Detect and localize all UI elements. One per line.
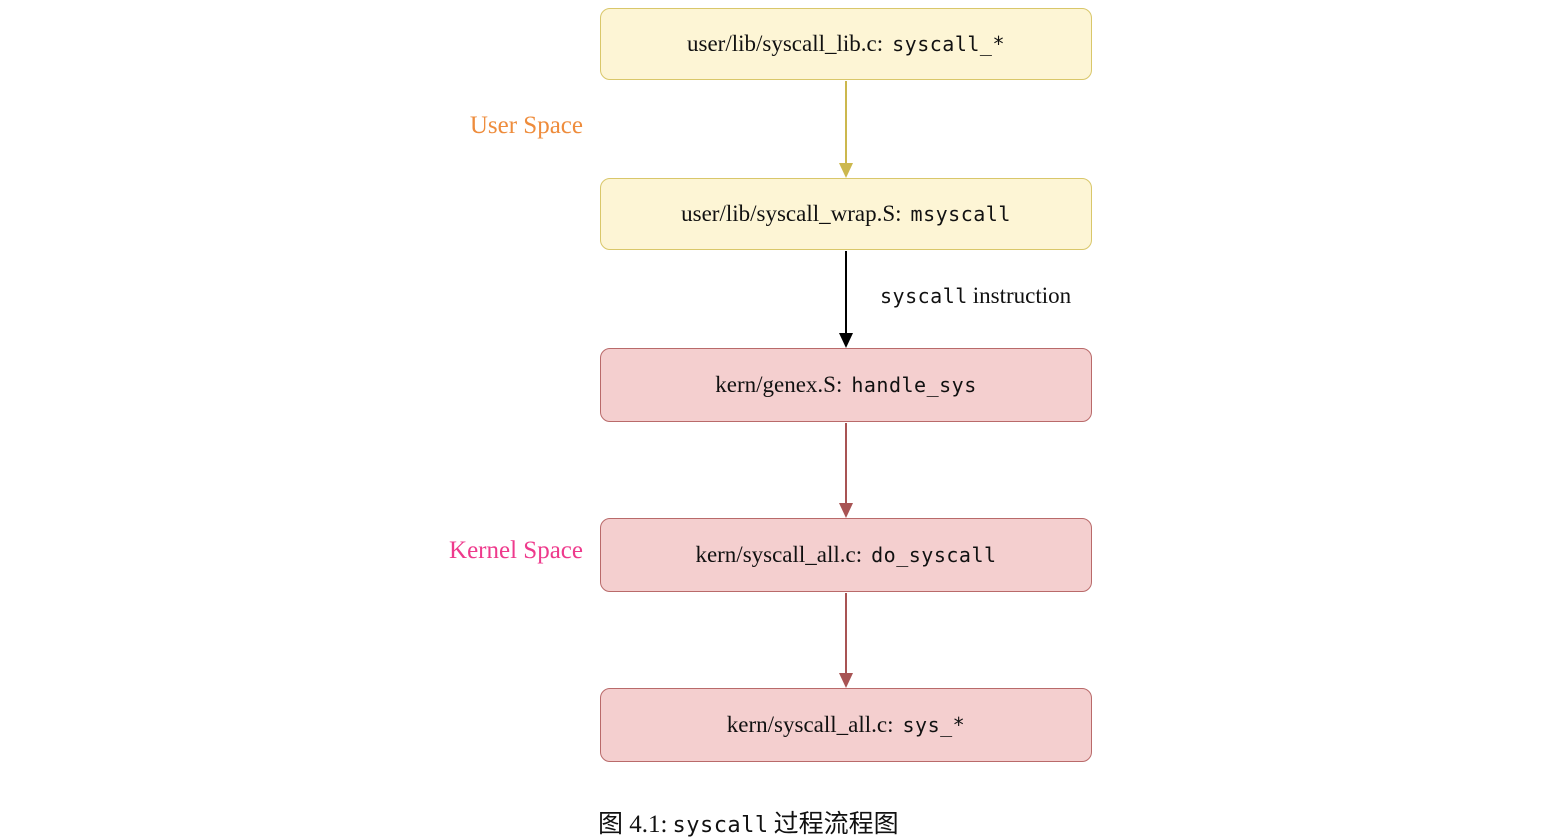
arrow-genex-to-dosyscall [839, 423, 853, 518]
arrow-wrap-to-genex [839, 251, 853, 348]
kernel-space-label: Kernel Space [449, 537, 583, 564]
flow-box-function-name: msyscall [910, 202, 1011, 226]
figure-caption-code: syscall [672, 813, 769, 838]
syscall-instruction-text: instruction [972, 283, 1072, 308]
arrow-dosyscall-to-sys [839, 593, 853, 688]
flow-box-file-label: kern/genex.S: [715, 372, 843, 397]
flow-box-syscall-lib: user/lib/syscall_lib.c: syscall_* [600, 8, 1092, 80]
flow-box-function-name: handle_sys [851, 373, 977, 397]
figure-caption-suffix: 过程流程图 [773, 811, 899, 838]
flow-box-sys-star: kern/syscall_all.c: sys_* [600, 688, 1092, 762]
flow-box-syscall-wrap: user/lib/syscall_wrap.S: msyscall [600, 178, 1092, 250]
syscall-instruction-code: syscall [880, 284, 968, 308]
figure-caption-prefix: 图 4.1: [598, 811, 668, 838]
flow-box-function-name: sys_* [902, 713, 966, 737]
arrow-lib-to-wrap [839, 81, 853, 178]
flow-box-file-label: user/lib/syscall_lib.c: [687, 31, 884, 56]
flow-box-file-label: kern/syscall_all.c: [726, 712, 894, 737]
flow-box-function-name: syscall_* [892, 32, 1005, 56]
flow-box-do-syscall: kern/syscall_all.c: do_syscall [600, 518, 1092, 592]
flow-box-function-name: do_syscall [871, 543, 997, 567]
flow-box-file-label: kern/syscall_all.c: [695, 542, 863, 567]
flow-box-genex: kern/genex.S: handle_sys [600, 348, 1092, 422]
flow-box-file-label: user/lib/syscall_wrap.S: [681, 201, 902, 226]
user-space-label: User Space [469, 112, 583, 139]
